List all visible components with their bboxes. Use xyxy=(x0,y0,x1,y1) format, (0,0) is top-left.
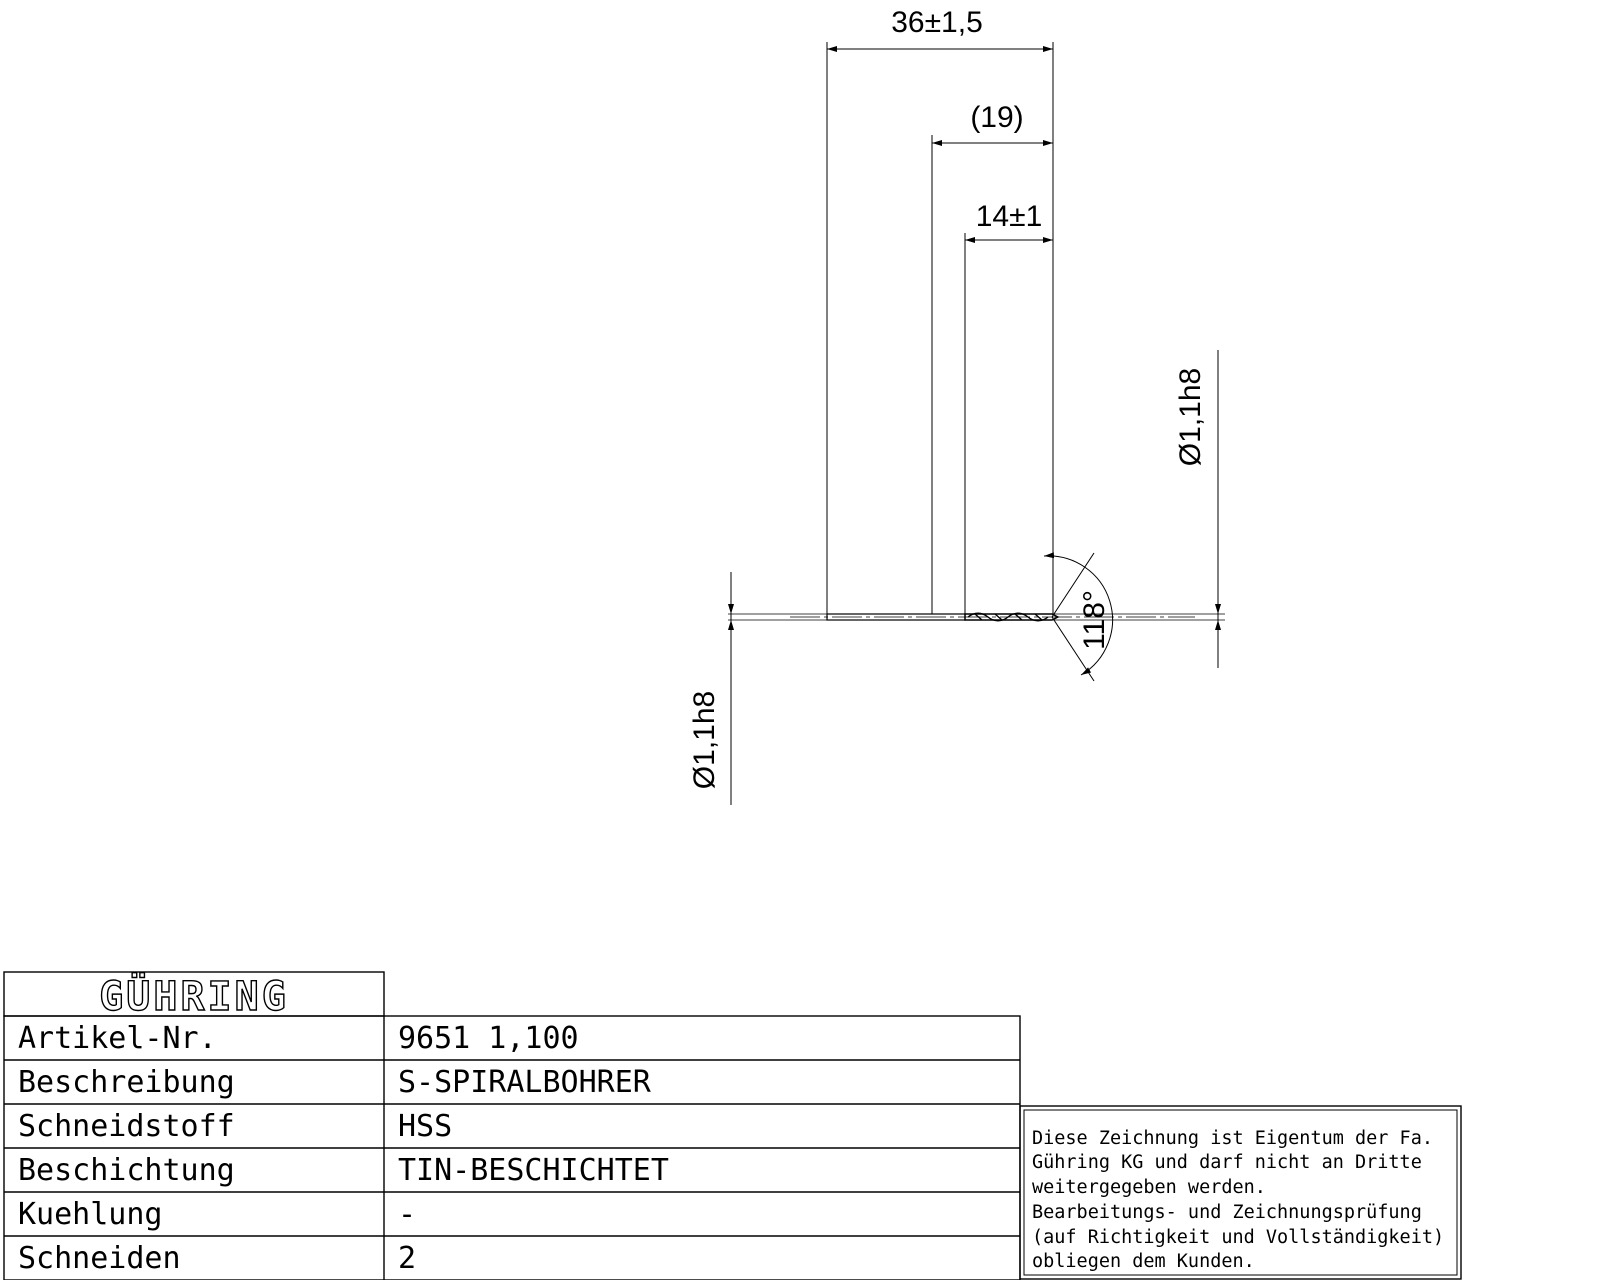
label-beschreibung: Beschreibung xyxy=(18,1065,235,1100)
dim-overall-length: 36±1,5 xyxy=(891,6,983,39)
note-line: (auf Richtigkeit und Vollständigkeit) xyxy=(1032,1227,1444,1248)
dim-point-angle: 118° xyxy=(1078,590,1111,650)
note-line: Bearbeitungs- und Zeichnungsprüfung xyxy=(1032,1202,1422,1223)
dim-arc-point-angle xyxy=(1043,552,1114,676)
note-line: Diese Zeichnung ist Eigentum der Fa. xyxy=(1032,1128,1433,1149)
value-kuehlung: - xyxy=(398,1197,416,1232)
value-schneiden: 2 xyxy=(398,1241,416,1276)
drill-part xyxy=(728,552,1225,682)
extension-lines xyxy=(730,42,1219,805)
note-line: Gühring KG und darf nicht an Dritte xyxy=(1032,1152,1422,1173)
guehring-logo: GÜHRING xyxy=(99,972,289,1020)
label-beschichtung: Beschichtung xyxy=(18,1153,235,1188)
dim-flute-length: 14±1 xyxy=(976,200,1043,233)
label-schneidstoff: Schneidstoff xyxy=(18,1109,235,1144)
note-box xyxy=(1019,1105,1462,1280)
label-kuehlung: Kuehlung xyxy=(18,1197,163,1232)
dim-shank-length: (19) xyxy=(970,101,1023,134)
dimension-lines xyxy=(728,46,1221,676)
dim-diameter-right: Ø1,1h8 xyxy=(1174,368,1207,466)
label-artikel-nr: Artikel-Nr. xyxy=(18,1021,217,1056)
dim-diameter-left: Ø1,1h8 xyxy=(688,691,721,789)
value-beschreibung: S-SPIRALBOHRER xyxy=(398,1065,652,1100)
note-line: obliegen dem Kunden. xyxy=(1032,1251,1255,1272)
note-line: weitergegeben werden. xyxy=(1032,1177,1266,1198)
title-block: GÜHRING Artikel-Nr. 9651 1,100 Beschreib… xyxy=(3,971,1462,1280)
label-schneiden: Schneiden xyxy=(18,1241,181,1276)
value-schneidstoff: HSS xyxy=(398,1109,452,1144)
value-artikel-nr: 9651 1,100 xyxy=(398,1021,579,1056)
value-beschichtung: TIN-BESCHICHTET xyxy=(398,1153,669,1188)
